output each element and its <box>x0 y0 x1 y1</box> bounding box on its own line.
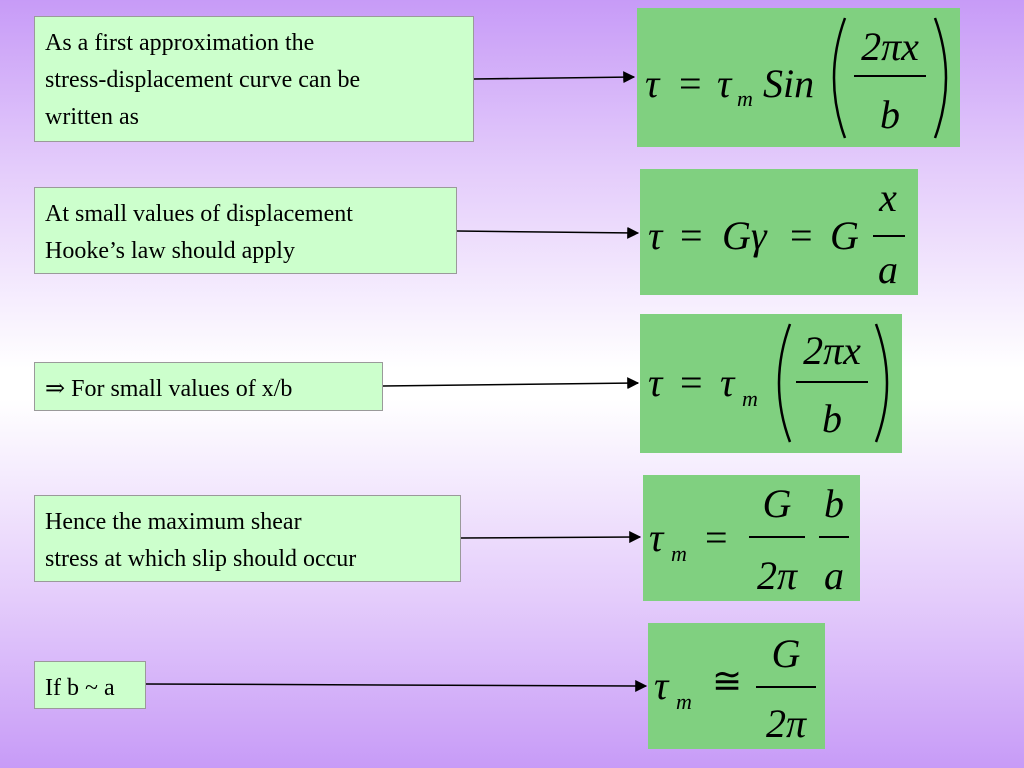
tau-symbol: τ <box>720 360 736 405</box>
formula-small-displacement: τ = τ m 2πx b <box>640 314 902 453</box>
arrow-4 <box>460 531 642 544</box>
subscript-m: m <box>671 541 687 566</box>
arrow-2 <box>456 226 640 239</box>
arrow-1 <box>473 71 636 84</box>
equals-sign: = <box>680 360 703 405</box>
fraction-numerator: 2πx <box>803 328 861 373</box>
equals-sign: = <box>790 213 813 258</box>
fraction-denominator: b <box>822 396 842 441</box>
note-hookes-law: At small values of displacement Hooke’s … <box>34 187 457 274</box>
formula-max-shear-stress: τ m = G 2π b a <box>643 475 860 601</box>
note-line: written as <box>45 104 139 130</box>
formula-approx-shear-stress: τ m ≅ G 2π <box>648 623 825 749</box>
fraction-denominator: 2π <box>766 701 807 746</box>
fraction-denominator: 2π <box>757 553 798 598</box>
note-b-approx-a: If b ~ a <box>34 661 146 709</box>
equals-sign: = <box>679 61 702 106</box>
fraction-denominator: b <box>880 92 900 137</box>
left-paren <box>832 17 847 139</box>
equals-sign: = <box>705 515 728 560</box>
note-line: Hooke’s law should apply <box>45 238 295 264</box>
fraction-numerator: G <box>772 631 801 676</box>
fraction-numerator: G <box>763 481 792 526</box>
note-first-approximation: As a first approximation the stress-disp… <box>34 16 474 142</box>
tau-symbol: τ <box>645 61 661 106</box>
note-small-values: ⇒ For small values of x/b <box>34 362 383 411</box>
subscript-m: m <box>742 386 758 411</box>
note-line: Hence the maximum shear <box>45 509 302 535</box>
subscript-m: m <box>737 86 753 111</box>
tau-symbol: τ <box>649 515 665 560</box>
arrow-3 <box>382 377 640 390</box>
tau-symbol: τ <box>654 663 670 708</box>
arrow-5 <box>145 679 648 692</box>
sin-function: Sin <box>763 61 814 106</box>
note-line: ⇒ For small values of x/b <box>45 376 293 402</box>
fraction-numerator: x <box>878 175 897 220</box>
fraction-numerator: 2πx <box>861 24 919 69</box>
tau-symbol: τ <box>648 360 664 405</box>
note-line: stress-displacement curve can be <box>45 67 361 93</box>
formula-sine-curve: τ = τ m Sin 2πx b <box>637 8 960 147</box>
equals-sign: = <box>680 213 703 258</box>
note-line: As a first approximation the <box>45 30 315 56</box>
tau-symbol: τ <box>717 61 733 106</box>
subscript-m: m <box>676 689 692 714</box>
fraction-numerator: b <box>824 481 844 526</box>
tau-symbol: τ <box>648 213 664 258</box>
note-line: If b ~ a <box>45 675 115 701</box>
fraction-denominator: a <box>878 247 898 292</box>
formula-hookes-law: τ = Gγ = G x a <box>640 169 918 295</box>
note-line: At small values of displacement <box>45 201 353 227</box>
approx-symbol: ≅ <box>712 661 742 701</box>
left-paren <box>777 323 792 443</box>
g-gamma: Gγ <box>722 213 768 258</box>
note-maximum-shear: Hence the maximum shear stress at which … <box>34 495 461 582</box>
note-line: stress at which slip should occur <box>45 546 357 572</box>
right-paren <box>874 323 889 443</box>
right-paren <box>933 17 948 139</box>
shear-modulus: G <box>830 213 859 258</box>
fraction-denominator: a <box>824 553 844 598</box>
